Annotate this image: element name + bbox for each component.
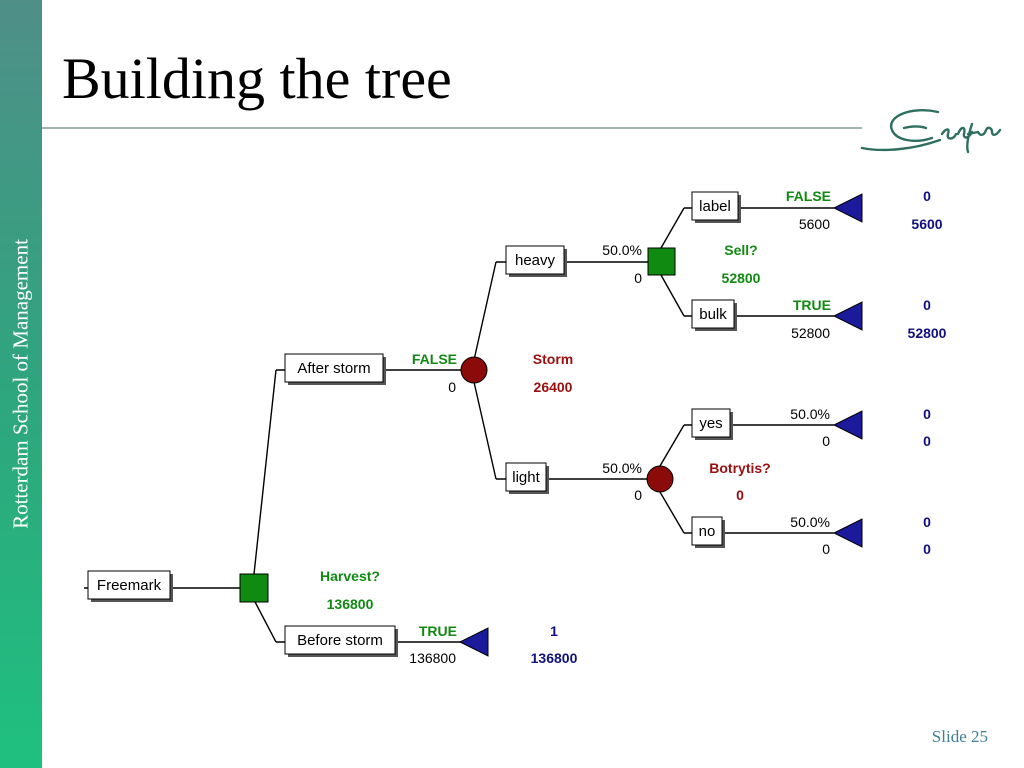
node-before-storm: Before storm	[284, 625, 398, 657]
edge-harvest-after	[253, 369, 277, 575]
node-label: label	[691, 191, 741, 223]
edge-storm-heavy	[473, 261, 497, 361]
svg-text:yes: yes	[699, 415, 722, 432]
decision-node-sell	[647, 247, 676, 276]
terminal-node-bulk	[832, 301, 863, 331]
botrytis-value: 0	[736, 487, 744, 503]
sell-value: 52800	[722, 270, 761, 286]
before-storm-flag: TRUE	[419, 623, 457, 639]
no-prob-pct: 50.0%	[790, 514, 830, 530]
heavy-prob: 50.0%	[602, 242, 642, 258]
before-storm-payoff: 136800	[531, 650, 578, 666]
no-prob: 0	[923, 514, 931, 530]
bulk-payoff: 52800	[908, 325, 947, 341]
node-bulk: bulk	[691, 299, 737, 331]
label-value: 5600	[799, 216, 830, 232]
slide-number: Slide 25	[931, 727, 988, 746]
svg-text:Before storm: Before storm	[297, 632, 383, 649]
decision-node-harvest	[239, 573, 269, 603]
node-light: light	[505, 462, 549, 494]
before-storm-value: 136800	[409, 650, 456, 666]
chance-node-botrytis	[646, 465, 674, 493]
node-after-storm: After storm	[284, 353, 386, 385]
chance-node-storm	[460, 356, 488, 384]
bulk-flag: TRUE	[793, 297, 831, 313]
yes-prob: 0	[923, 406, 931, 422]
label-payoff: 5600	[911, 216, 942, 232]
light-value: 0	[634, 487, 642, 503]
slide-title: Building the tree	[62, 46, 452, 111]
yes-prob-pct: 50.0%	[790, 406, 830, 422]
title-divider	[42, 127, 862, 129]
yes-payoff: 0	[923, 433, 931, 449]
svg-text:bulk: bulk	[699, 306, 727, 323]
after-storm-value: 0	[448, 379, 456, 395]
erasmus-signature-logo	[860, 109, 1002, 154]
edge-botrytis-yes	[659, 424, 685, 467]
bulk-value: 52800	[791, 325, 830, 341]
node-freemark: Freemark	[87, 570, 173, 602]
svg-text:heavy: heavy	[515, 252, 556, 269]
svg-text:no: no	[699, 523, 716, 540]
no-payoff: 0	[923, 541, 931, 557]
botrytis-name: Botrytis?	[709, 460, 770, 476]
light-prob: 50.0%	[602, 460, 642, 476]
edge-sell-bulk	[660, 274, 685, 317]
svg-text:light: light	[512, 469, 540, 486]
terminal-node-before-storm	[458, 627, 489, 657]
storm-name: Storm	[533, 351, 573, 367]
label-prob: 0	[923, 188, 931, 204]
terminal-node-label	[832, 193, 863, 223]
bulk-prob: 0	[923, 297, 931, 313]
harvest-name: Harvest?	[320, 568, 380, 584]
node-no: no	[691, 516, 725, 548]
svg-text:label: label	[699, 198, 731, 215]
sell-name: Sell?	[724, 242, 757, 258]
edge-storm-light	[473, 381, 497, 480]
label-flag: FALSE	[786, 188, 831, 204]
after-storm-flag: FALSE	[412, 351, 457, 367]
edge-harvest-before	[253, 599, 277, 643]
storm-value: 26400	[534, 379, 573, 395]
terminal-node-no	[832, 518, 863, 548]
no-value: 0	[822, 541, 830, 557]
edge-botrytis-no	[659, 491, 685, 534]
harvest-value: 136800	[327, 596, 374, 612]
sidebar-band: Rotterdam School of Management	[0, 0, 42, 768]
yes-value: 0	[822, 433, 830, 449]
node-heavy: heavy	[505, 245, 567, 277]
terminal-node-yes	[832, 410, 863, 440]
before-storm-prob: 1	[550, 623, 558, 639]
node-yes: yes	[691, 408, 733, 440]
svg-text:After storm: After storm	[297, 360, 370, 377]
edge-sell-label	[660, 207, 685, 249]
heavy-value: 0	[634, 270, 642, 286]
svg-text:Freemark: Freemark	[97, 577, 162, 594]
